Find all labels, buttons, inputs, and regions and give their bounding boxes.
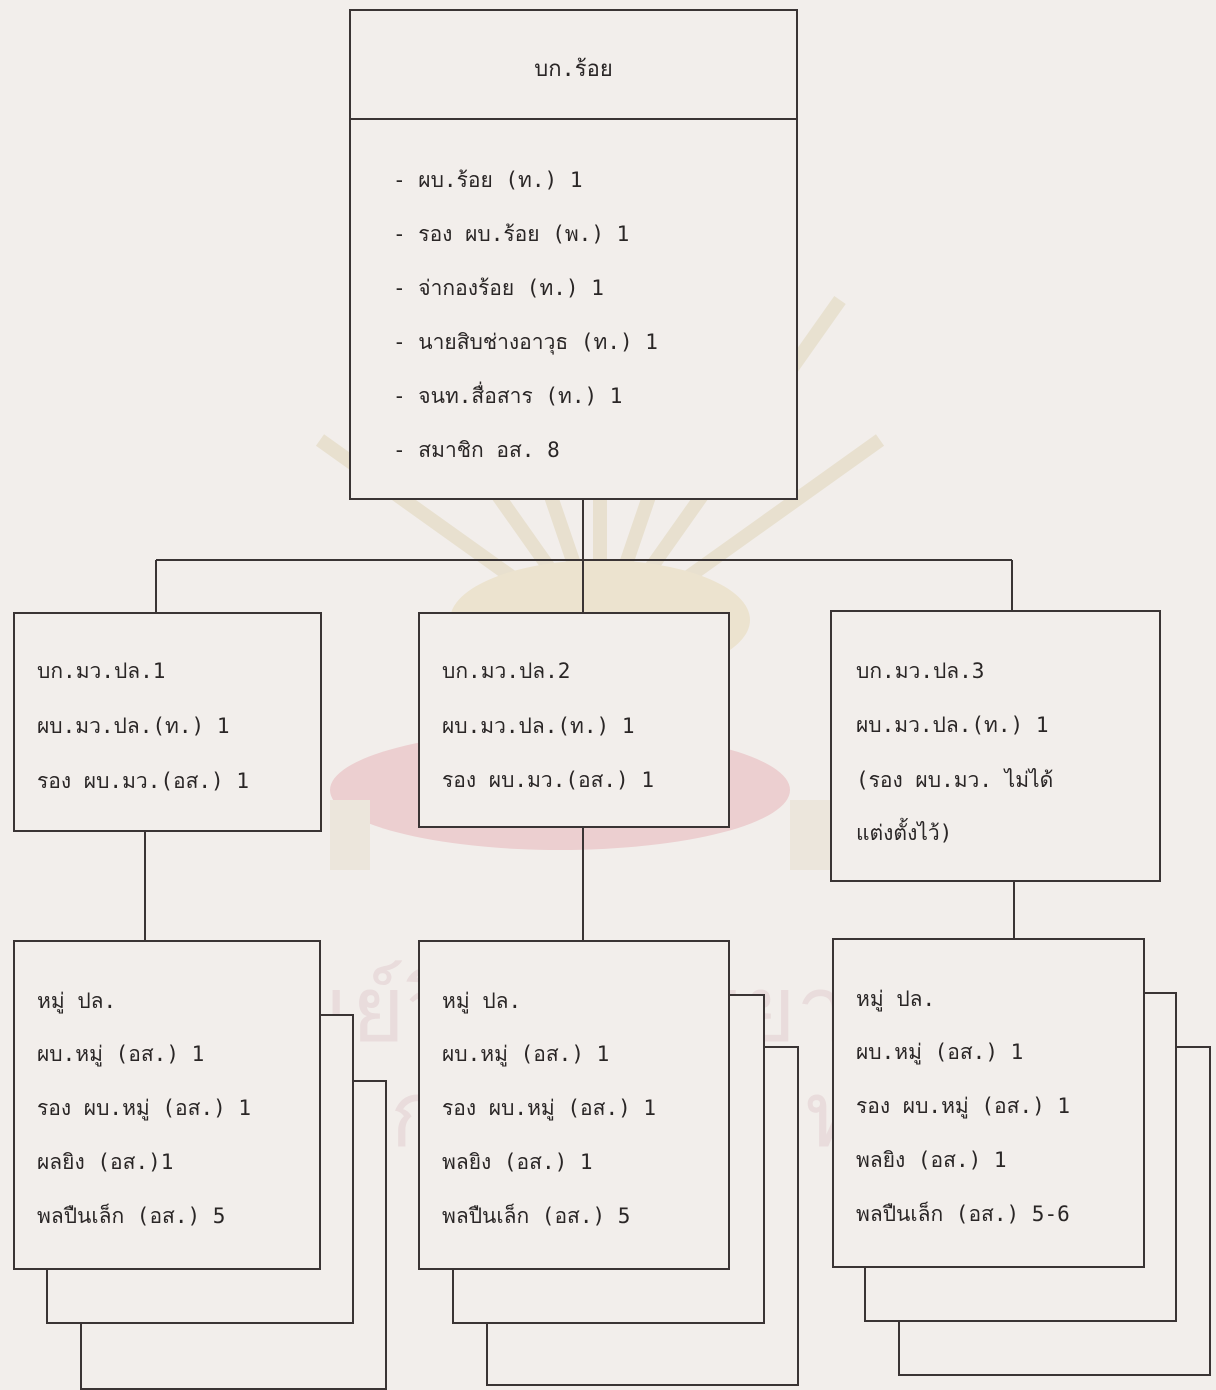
squad-line: พลปืนเล็ก (อส.) 5 bbox=[37, 1204, 226, 1228]
squad-line: พลปืนเล็ก (อส.) 5-6 bbox=[856, 1202, 1070, 1226]
squad-line: รอง ผบ.หมู่ (อส.) 1 bbox=[37, 1096, 252, 1120]
squad-line: พลปืนเล็ก (อส.) 5 bbox=[442, 1204, 631, 1228]
squad-box-1: หมู่ ปล. ผบ.หมู่ (อส.) 1 รอง ผบ.หมู่ (อส… bbox=[13, 940, 321, 1270]
platoon-line: รอง ผบ.มว.(อส.) 1 bbox=[442, 768, 654, 792]
platoon-line: ผบ.มว.ปล.(ท.) 1 bbox=[856, 713, 1049, 737]
squad-title: หมู่ ปล. bbox=[37, 989, 117, 1013]
platoon-hq-box-1: บก.มว.ปล.1 ผบ.มว.ปล.(ท.) 1 รอง ผบ.มว.(อส… bbox=[13, 612, 322, 832]
company-hq-box: บก.ร้อย - ผบ.ร้อย (ท.) 1 - รอง ผบ.ร้อย (… bbox=[349, 9, 798, 500]
squad-line: พลยิง (อส.) 1 bbox=[442, 1150, 593, 1174]
hq-item: - สมาชิก อส. 8 bbox=[393, 438, 560, 462]
squad-line: ผบ.หมู่ (อส.) 1 bbox=[442, 1042, 610, 1066]
squad-box-2: หมู่ ปล. ผบ.หมู่ (อส.) 1 รอง ผบ.หมู่ (อส… bbox=[418, 940, 730, 1270]
platoon-line: (รอง ผบ.มว. ไม่ได้ bbox=[856, 768, 1054, 792]
squad-line: รอง ผบ.หมู่ (อส.) 1 bbox=[442, 1096, 657, 1120]
squad-line: พลยิง (อส.) 1 bbox=[856, 1148, 1007, 1172]
hq-item: - รอง ผบ.ร้อย (พ.) 1 bbox=[393, 222, 630, 246]
platoon-title: บก.มว.ปล.1 bbox=[37, 659, 166, 683]
platoon-hq-box-2: บก.มว.ปล.2 ผบ.มว.ปล.(ท.) 1 รอง ผบ.มว.(อส… bbox=[418, 612, 730, 828]
platoon-title: บก.มว.ปล.3 bbox=[856, 659, 985, 683]
hq-divider bbox=[351, 118, 796, 120]
squad-title: หมู่ ปล. bbox=[856, 987, 936, 1011]
platoon-line: แต่งตั้งไว้) bbox=[856, 821, 953, 845]
platoon-line: รอง ผบ.มว.(อส.) 1 bbox=[37, 769, 249, 793]
hq-item: - ผบ.ร้อย (ท.) 1 bbox=[393, 168, 583, 192]
hq-item: - นายสิบช่างอาวุธ (ท.) 1 bbox=[393, 330, 658, 354]
squad-line: ผบ.หมู่ (อส.) 1 bbox=[856, 1040, 1024, 1064]
squad-title: หมู่ ปล. bbox=[442, 989, 522, 1013]
squad-line: ผลยิง (อส.)1 bbox=[37, 1150, 174, 1174]
platoon-title: บก.มว.ปล.2 bbox=[442, 659, 571, 683]
hq-item: - จนท.สื่อสาร (ท.) 1 bbox=[393, 384, 623, 408]
platoon-line: ผบ.มว.ปล.(ท.) 1 bbox=[442, 714, 635, 738]
squad-line: รอง ผบ.หมู่ (อส.) 1 bbox=[856, 1094, 1071, 1118]
company-hq-title: บก.ร้อย bbox=[534, 57, 613, 82]
platoon-line: ผบ.มว.ปล.(ท.) 1 bbox=[37, 714, 230, 738]
hq-item: - จ่ากองร้อย (ท.) 1 bbox=[393, 276, 604, 300]
platoon-hq-box-3: บก.มว.ปล.3 ผบ.มว.ปล.(ท.) 1 (รอง ผบ.มว. ไ… bbox=[830, 610, 1161, 882]
squad-box-3: หมู่ ปล. ผบ.หมู่ (อส.) 1 รอง ผบ.หมู่ (อส… bbox=[832, 938, 1145, 1268]
squad-line: ผบ.หมู่ (อส.) 1 bbox=[37, 1042, 205, 1066]
